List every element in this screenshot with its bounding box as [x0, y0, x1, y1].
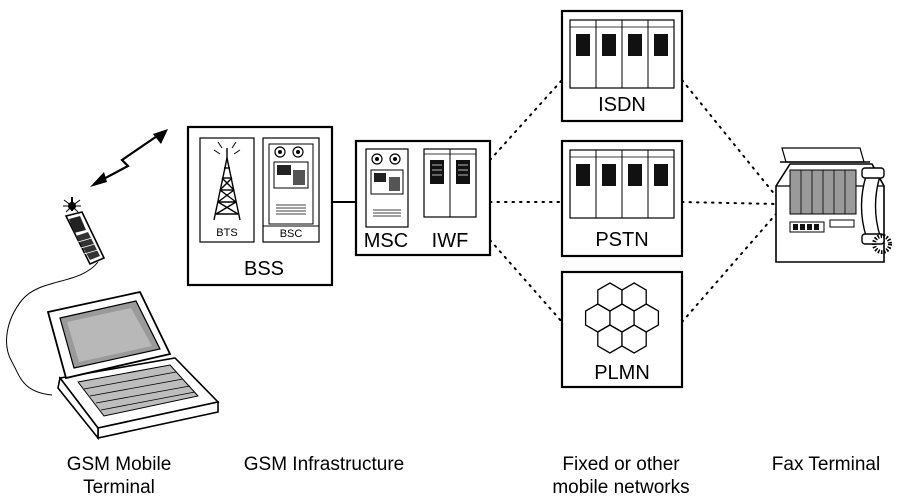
link-pstn-fax — [681, 201, 777, 205]
radio-link-arrow — [90, 129, 168, 187]
link-isdn-fax — [681, 79, 777, 197]
gsm-mobile-terminal — [6, 197, 220, 441]
isdn-box: ISDN — [560, 9, 684, 123]
plmn-box: PLMN — [560, 270, 684, 389]
caption-mobile-line2: Terminal — [83, 477, 155, 498]
msc-icon — [365, 148, 409, 228]
fax-terminal-icon — [775, 147, 892, 263]
bts-icon: BTS — [199, 137, 255, 243]
link-iwf-plmn — [489, 239, 563, 323]
laptop-icon — [46, 290, 220, 441]
network-links — [489, 79, 777, 323]
honeycomb-cell — [597, 282, 623, 312]
caption-networks: Fixed or other mobile networks — [534, 453, 708, 499]
link-iwf-isdn — [489, 79, 563, 161]
msc-iwf-box: MSC IWF — [354, 139, 492, 257]
caption-fax-terminal: Fax Terminal — [752, 453, 900, 476]
honeycomb-cell — [597, 324, 623, 354]
phone-cable — [6, 261, 99, 396]
isdn-label: ISDN — [598, 94, 646, 116]
cellular-honeycomb-icon — [584, 282, 660, 354]
bss-label: BSS — [244, 258, 284, 280]
iwf-label: IWF — [432, 230, 469, 252]
bsc-label: BSC — [280, 228, 303, 240]
bss-box: BSS — [186, 125, 334, 287]
honeycomb-cell — [621, 282, 647, 312]
iwf-icon — [423, 148, 477, 218]
mobile-phone-icon — [63, 197, 106, 266]
caption-networks-line2: mobile networks — [552, 477, 690, 498]
bts-label: BTS — [216, 227, 237, 239]
honeycomb-cell — [621, 324, 647, 354]
bsc-icon: BSC — [262, 137, 320, 243]
plmn-label: PLMN — [594, 362, 650, 384]
pstn-box: PSTN — [560, 139, 684, 258]
caption-gsm-infrastructure: GSM Infrastructure — [214, 453, 434, 476]
caption-gsm-mobile-terminal: GSM Mobile Terminal — [44, 453, 194, 499]
caption-fax-text: Fax Terminal — [771, 454, 881, 475]
caption-networks-line1: Fixed or other — [562, 454, 680, 475]
pstn-label: PSTN — [595, 229, 648, 251]
caption-infrastructure-text: GSM Infrastructure — [243, 454, 405, 475]
msc-label: MSC — [364, 230, 408, 252]
link-plmn-fax — [681, 213, 777, 323]
caption-mobile-line1: GSM Mobile — [66, 454, 172, 475]
